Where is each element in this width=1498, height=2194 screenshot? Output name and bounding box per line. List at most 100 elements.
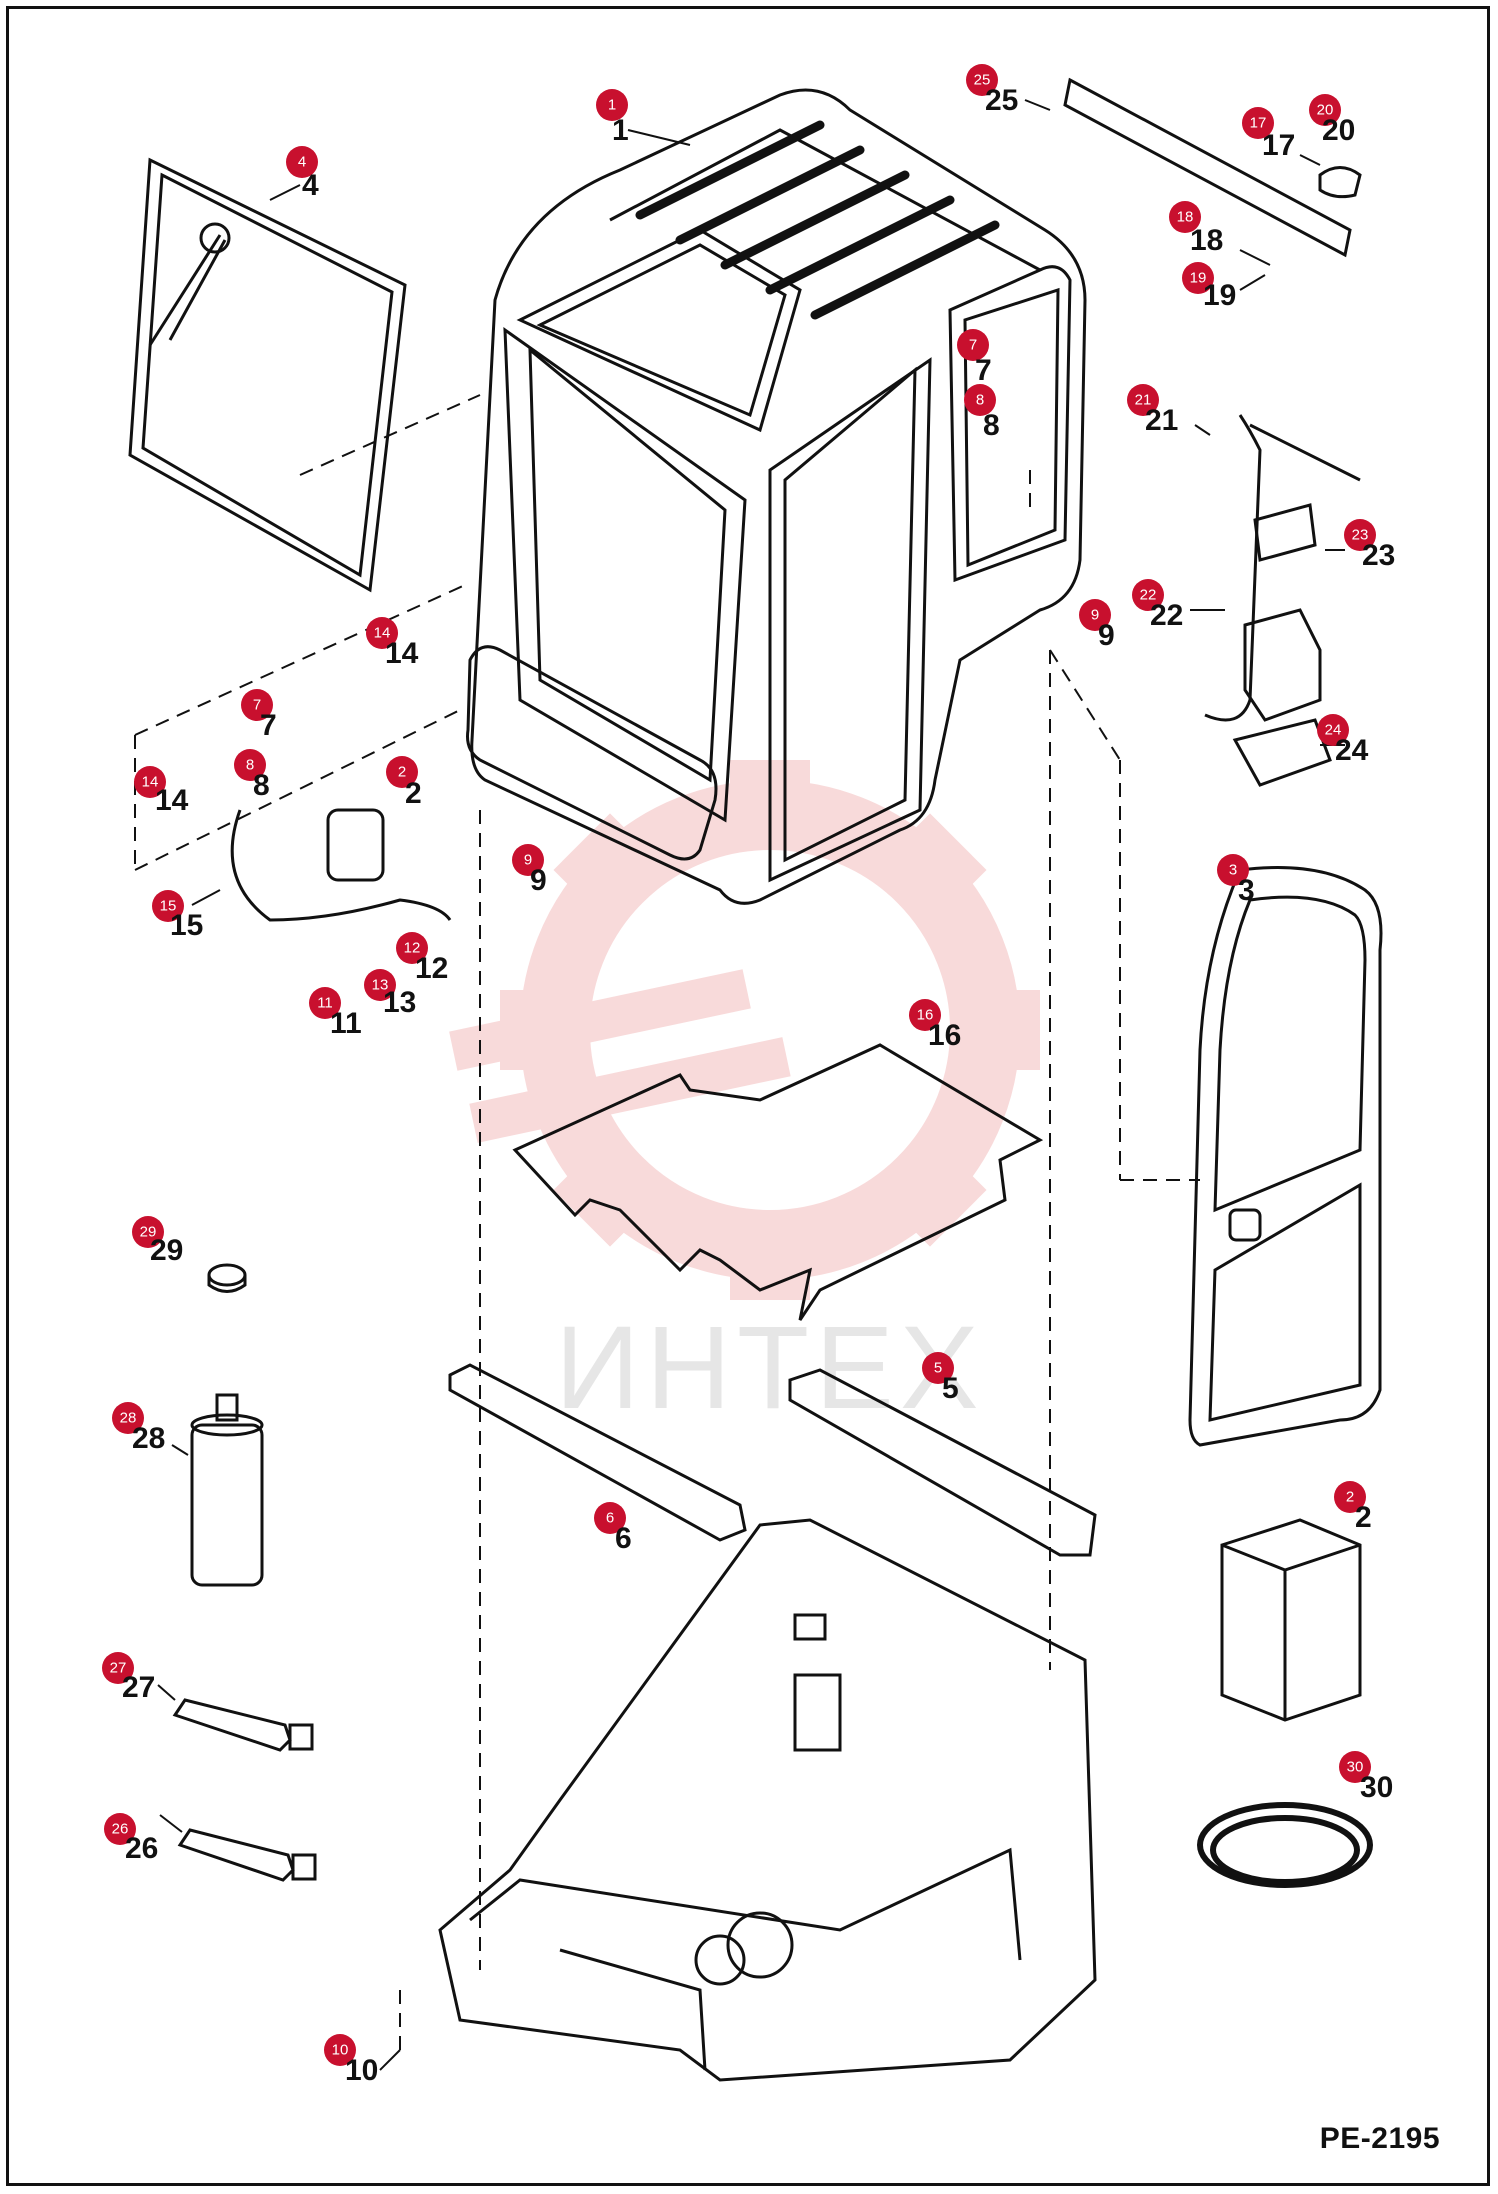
callout-badge [1132, 579, 1164, 611]
callout-badge [104, 1813, 136, 1845]
callout-badge [922, 1352, 954, 1384]
callout-badge [964, 384, 996, 416]
callout-badge-label: 17 [1250, 115, 1267, 132]
callout-badge-label: 11 [317, 995, 333, 1012]
callout-2b: 22 [1334, 1481, 1372, 1534]
callout-8b: 88 [234, 749, 270, 802]
sealant-tubes [172, 1698, 317, 1882]
floor-mat [512, 1043, 1044, 1321]
callout-badge-label: 25 [974, 72, 991, 89]
callout-number: 8 [983, 409, 1000, 442]
callout-badge-label: 15 [160, 898, 177, 915]
callout-badge [1344, 519, 1376, 551]
hose-coil [1197, 1802, 1373, 1888]
callout-badge-label: 3 [1229, 862, 1237, 879]
callout-badge [102, 1652, 134, 1684]
callout-number: 12 [415, 952, 448, 985]
callout-badge-label: 21 [1135, 392, 1152, 409]
wiper-motor [230, 808, 452, 922]
callout-6: 66 [594, 1502, 632, 1555]
support-bars [448, 1363, 1097, 1557]
callout-number: 21 [1145, 404, 1178, 437]
callout-badge-label: 6 [606, 1510, 614, 1527]
callout-badge [386, 756, 418, 788]
callout-badge [1182, 262, 1214, 294]
callout-badge [396, 932, 428, 964]
callout-number: 20 [1322, 114, 1355, 147]
callout-leaders [157, 99, 1345, 2071]
callout-7b: 77 [241, 689, 277, 742]
callout-badge [1317, 714, 1349, 746]
cab-frame [466, 88, 1087, 905]
callout-number: 3 [1238, 874, 1255, 907]
callout-number: 26 [125, 1832, 158, 1865]
callout-badge [286, 146, 318, 178]
callout-number: 2 [405, 777, 422, 810]
callout-badge-label: 8 [976, 392, 984, 409]
callout-number: 30 [1360, 1771, 1393, 1804]
callout-badge-label: 4 [298, 154, 306, 171]
callout-badge [234, 749, 266, 781]
callout-number: 4 [302, 169, 319, 202]
callout-badge [366, 617, 398, 649]
callout-2a: 22 [386, 756, 422, 810]
callout-number: 10 [345, 2054, 378, 2087]
callout-badge [112, 1402, 144, 1434]
callout-badge-label: 24 [1325, 722, 1342, 739]
callout-7a: 77 [957, 329, 992, 387]
callout-number: 2 [1355, 1501, 1372, 1534]
callout-badge-label: 20 [1317, 102, 1334, 119]
callout-1: 11 [596, 89, 629, 147]
callout-number: 22 [1150, 599, 1183, 632]
spray-can [190, 1393, 264, 1587]
callout-badge [152, 890, 184, 922]
callout-badge-label: 13 [372, 977, 389, 994]
callout-badge [1079, 599, 1111, 631]
callout-3: 33 [1217, 854, 1255, 907]
callout-number: 9 [530, 864, 547, 897]
callout-number: 25 [985, 84, 1018, 117]
callout-badge-label: 5 [934, 1360, 942, 1377]
callout-badge-label: 2 [398, 764, 406, 781]
drawing-border [6, 6, 1490, 2186]
callout-number: 14 [155, 784, 189, 817]
callout-badge-label: 14 [142, 774, 159, 791]
callout-8a: 88 [964, 384, 1000, 442]
callout-badge-label: 16 [917, 1007, 934, 1024]
callout-number: 13 [383, 986, 416, 1019]
callout-number: 8 [253, 769, 270, 802]
callout-badge-label: 26 [112, 1821, 129, 1838]
callout-5: 55 [922, 1352, 959, 1405]
watermark-text: ИНТЕХ [555, 1302, 985, 1434]
callout-9a: 99 [1079, 599, 1115, 652]
callout-badge-label: 30 [1347, 1759, 1364, 1776]
callout-badge-label: 9 [1091, 607, 1099, 624]
callout-9b: 99 [512, 844, 547, 897]
callout-badge-label: 12 [404, 940, 421, 957]
callout-number: 29 [150, 1234, 183, 1267]
wiper-arm [1204, 414, 1361, 722]
callout-number: 18 [1190, 224, 1223, 257]
callout-badge-label: 19 [1190, 270, 1207, 287]
callout-badge [324, 2034, 356, 2066]
callout-number: 11 [330, 1007, 362, 1040]
callout-number: 5 [942, 1372, 959, 1405]
callout-number: 28 [132, 1422, 165, 1455]
callout-badge-label: 18 [1177, 209, 1194, 226]
callout-badge [134, 766, 166, 798]
